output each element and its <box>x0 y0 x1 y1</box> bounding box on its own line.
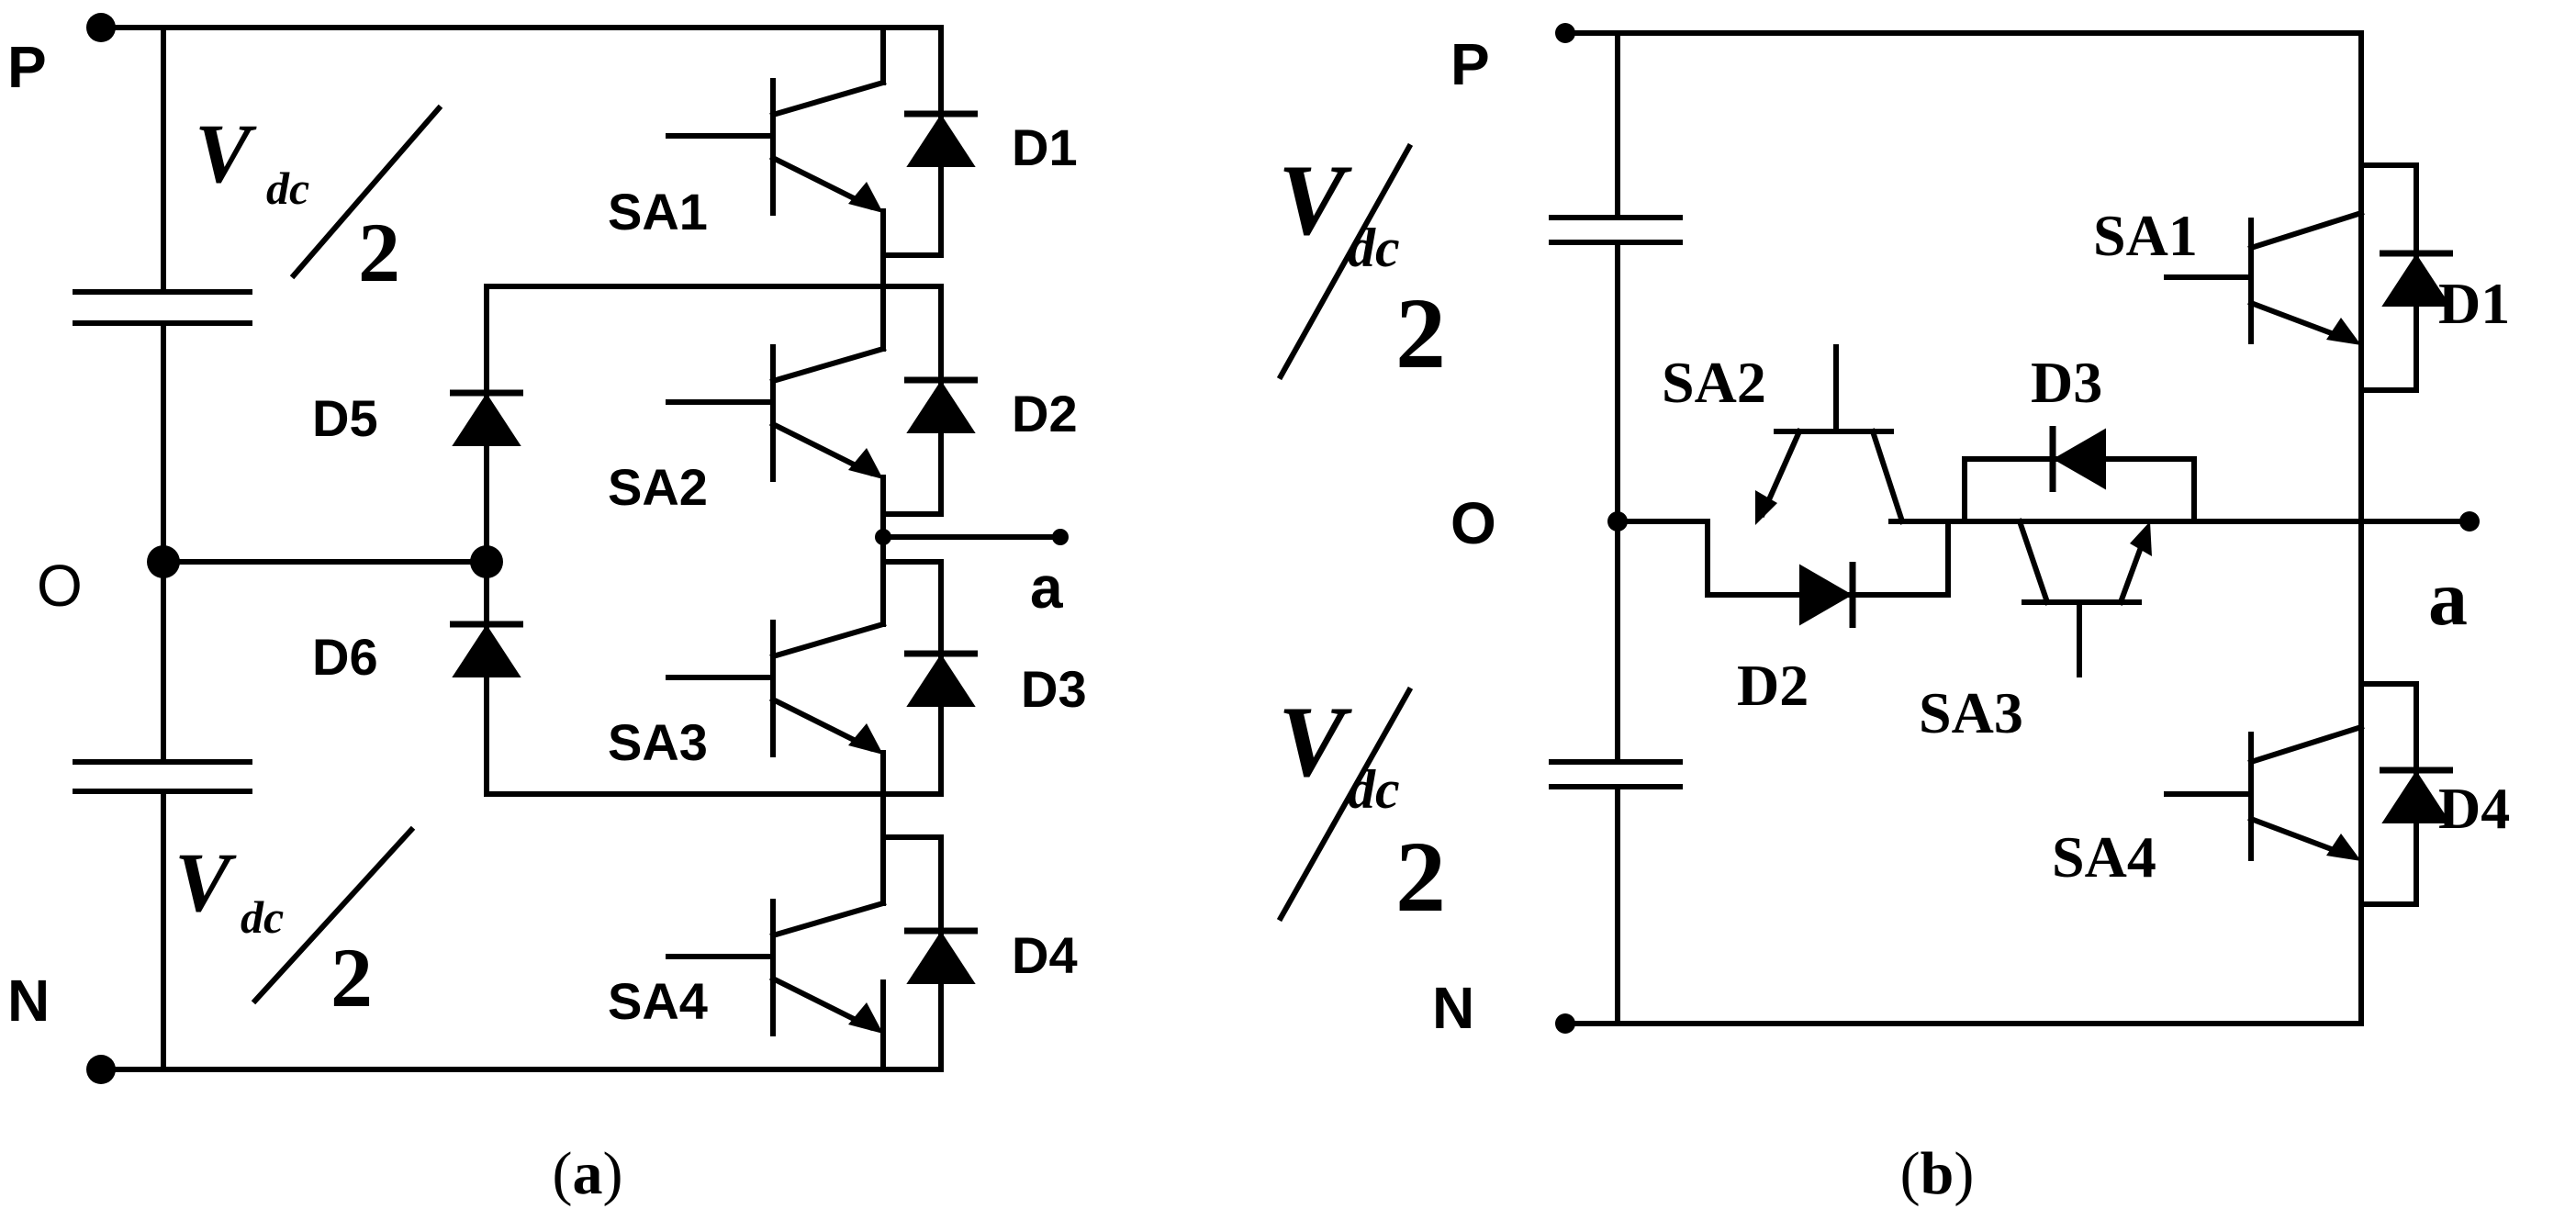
panel-a-vdc-bottom-v: V <box>174 835 237 929</box>
panel-b-diode-d2 <box>1799 562 1856 628</box>
panel-a: P N O a V dc 2 V dc 2 SA1 SA2 SA3 SA4 D1… <box>7 13 1087 1207</box>
panel-b-capacitor-bottom <box>1549 759 1683 789</box>
panel-a-switch-sa1 <box>666 78 887 216</box>
panel-b-wires <box>1562 30 2472 1026</box>
panel-a-junction-out <box>875 529 891 545</box>
panel-a-label-d3: D3 <box>1021 660 1087 718</box>
panel-b-label-p: P <box>1450 31 1490 97</box>
panel-a-diode-d4 <box>904 931 978 982</box>
panel-a-junction-clamp <box>470 545 503 578</box>
panel-a-terminal-p <box>86 13 116 42</box>
panel-b-diode-d3 <box>2049 426 2106 492</box>
panel-a-vdc-bottom-slash <box>251 825 416 1005</box>
panel-b-switch-sa4 <box>2164 723 2365 861</box>
panel-b-capacitor-top <box>1549 215 1683 245</box>
panel-a-capacitor-bottom <box>73 759 252 794</box>
panel-a-label-d1: D1 <box>1012 118 1078 176</box>
panel-a-label-p: P <box>7 34 47 100</box>
panel-a-vdc-top-sub: dc <box>266 162 309 214</box>
panel-a-diode-d1 <box>904 114 978 165</box>
panel-b-switch-sa3 <box>2016 518 2152 677</box>
panel-a-label-o: O <box>37 553 83 619</box>
panel-b-label-d2: D2 <box>1737 653 1809 718</box>
panel-a-vdc-top-slash <box>289 104 443 280</box>
panel-a-diode-d2 <box>904 380 978 431</box>
panel-a-caption: (a) <box>553 1140 623 1207</box>
panel-a-diode-d3 <box>904 654 978 705</box>
panel-b-label-d1: D1 <box>2438 271 2510 336</box>
panel-a-label-d5: D5 <box>312 389 378 447</box>
panel-b-vdc-top-slash <box>1276 142 1414 381</box>
panel-b-terminal-a <box>2459 511 2480 532</box>
panel-a-wires <box>98 25 1063 1072</box>
panel-a-label-a: a <box>1030 554 1063 621</box>
panel-b-label-d3: D3 <box>2031 350 2102 415</box>
panel-a-label-sa1: SA1 <box>608 183 708 241</box>
panel-b-junction-o <box>1607 511 1628 532</box>
panel-b-vdc-bottom-sub: dc <box>1348 759 1400 820</box>
panel-b-terminal-n <box>1555 1013 1575 1034</box>
panel-a-vdc-top-den: 2 <box>358 206 400 299</box>
panel-a-label-d2: D2 <box>1012 385 1078 442</box>
panel-a-switch-sa2 <box>666 344 887 482</box>
panel-b-vdc-top-den: 2 <box>1395 277 1446 389</box>
panel-b-label-n: N <box>1432 975 1474 1041</box>
panel-b-label-a: a <box>2428 554 2468 642</box>
panel-b-switch-sa1 <box>2164 209 2365 345</box>
panel-b: P N O a V dc 2 V dc 2 SA1 SA2 SA3 SA4 D1… <box>1276 23 2510 1207</box>
panel-a-label-sa3: SA3 <box>608 713 708 771</box>
panel-a-switch-sa3 <box>666 620 887 757</box>
panel-a-vdc-top-v: V <box>195 106 257 200</box>
panel-a-junction-o <box>147 545 180 578</box>
panel-a-label-sa2: SA2 <box>608 458 708 516</box>
panel-b-terminal-p <box>1555 23 1575 43</box>
panel-a-diode-d5 <box>450 393 523 444</box>
panel-a-vdc-bottom-sub: dc <box>241 891 284 943</box>
panel-a-vdc-bottom-den: 2 <box>330 931 373 1024</box>
panel-b-label-sa2: SA2 <box>1662 350 1766 415</box>
panel-a-terminal-a <box>1052 529 1069 545</box>
panel-b-vdc-bottom-den: 2 <box>1395 821 1446 933</box>
panel-b-label-d4: D4 <box>2438 776 2510 841</box>
panel-a-label-d6: D6 <box>312 628 378 686</box>
panel-b-vdc-top-sub: dc <box>1348 218 1400 278</box>
panel-a-switch-sa4 <box>666 851 887 1036</box>
panel-a-terminal-n <box>86 1055 116 1084</box>
panel-b-label-sa4: SA4 <box>2052 824 2156 890</box>
panel-a-label-d4: D4 <box>1012 926 1078 984</box>
panel-b-label-sa1: SA1 <box>2093 203 2198 268</box>
panel-b-switch-sa2 <box>1755 344 1906 525</box>
panel-b-vdc-top-v: V <box>1278 144 1352 256</box>
panel-b-vdc-bottom-v: V <box>1278 686 1352 798</box>
panel-a-capacitor-top <box>73 289 252 326</box>
panel-b-vdc-bottom-slash <box>1276 686 1414 923</box>
panel-a-label-sa4: SA4 <box>608 972 708 1030</box>
panel-b-label-sa3: SA3 <box>1919 680 2023 745</box>
panel-b-caption: (b) <box>1900 1140 1975 1207</box>
panel-b-label-o: O <box>1450 490 1496 556</box>
panel-a-diode-d6 <box>450 624 523 676</box>
panel-a-label-n: N <box>7 968 50 1034</box>
